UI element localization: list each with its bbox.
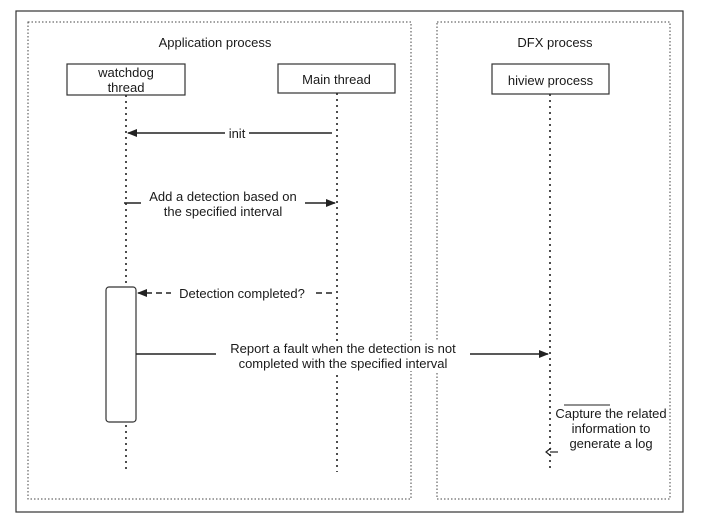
capture-self-arrow-head [545, 447, 552, 457]
init-message-label: init [225, 126, 249, 141]
report-fault-message-label: Report a fault when the detection is not… [216, 341, 470, 371]
detection-completed-message-label: Detection completed? [171, 286, 313, 301]
dfx-process-title: DFX process [517, 35, 593, 50]
add-detection-message-label: Add a detection based on the specified i… [141, 189, 305, 219]
watchdog-thread-label: watchdog thread [98, 65, 154, 95]
capture-log-message-label: Capture the related information to gener… [553, 406, 669, 451]
application-process-frame [27, 21, 412, 500]
hiview-lifeline-box [491, 63, 610, 95]
hiview-process-label: hiview process [507, 73, 594, 88]
dfx-process-frame [436, 21, 671, 500]
watchdog-lifeline-box [66, 63, 186, 96]
application-process-title: Application process [158, 35, 272, 50]
outer-frame [15, 10, 684, 513]
main-thread-label: Main thread [302, 72, 371, 87]
watchdog-activation-bar [105, 286, 137, 423]
